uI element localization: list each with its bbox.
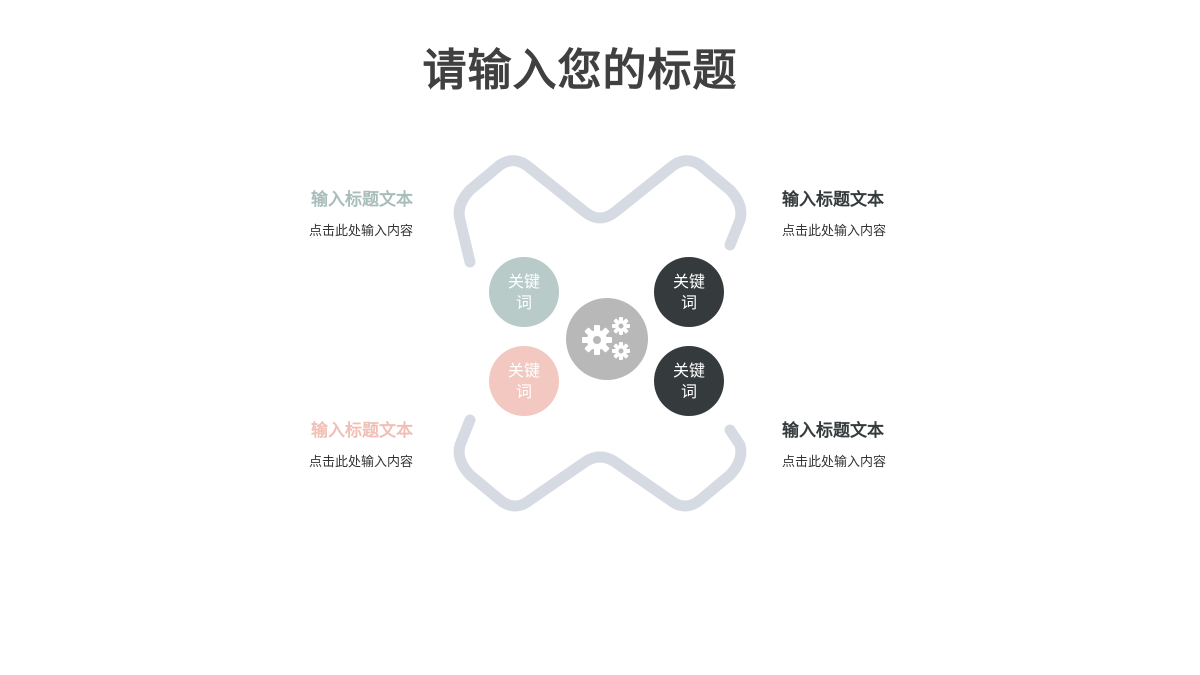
block-text: 点击此处输入内容 xyxy=(782,455,887,470)
block-bottom-left: 输入标题文本 点击此处输入内容 xyxy=(243,420,413,472)
keyword-label: 关键词 xyxy=(507,272,540,312)
keyword-circle-top-left: 关键词 xyxy=(489,257,559,327)
keyword-label: 关键词 xyxy=(507,361,540,401)
keyword-circle-bottom-right: 关键词 xyxy=(654,346,724,416)
gears-icon xyxy=(582,317,630,360)
block-bottom-right: 输入标题文本 点击此处输入内容 xyxy=(782,420,952,472)
block-title: 输入标题文本 xyxy=(311,190,413,210)
block-text: 点击此处输入内容 xyxy=(308,224,413,239)
keyword-label: 关键词 xyxy=(672,272,705,312)
block-title: 输入标题文本 xyxy=(311,421,413,441)
keyword-label: 关键词 xyxy=(672,361,705,401)
keyword-circle-top-right: 关键词 xyxy=(654,257,724,327)
block-title: 输入标题文本 xyxy=(782,421,884,441)
block-title: 输入标题文本 xyxy=(782,190,884,210)
block-text: 点击此处输入内容 xyxy=(308,455,413,470)
center-hub xyxy=(566,298,648,380)
page-title: 请输入您的标题 xyxy=(422,45,738,96)
block-text: 点击此处输入内容 xyxy=(782,224,887,239)
block-top-left: 输入标题文本 点击此处输入内容 xyxy=(243,189,413,241)
keyword-circle-bottom-left: 关键词 xyxy=(489,346,559,416)
block-top-right: 输入标题文本 点击此处输入内容 xyxy=(782,189,952,241)
